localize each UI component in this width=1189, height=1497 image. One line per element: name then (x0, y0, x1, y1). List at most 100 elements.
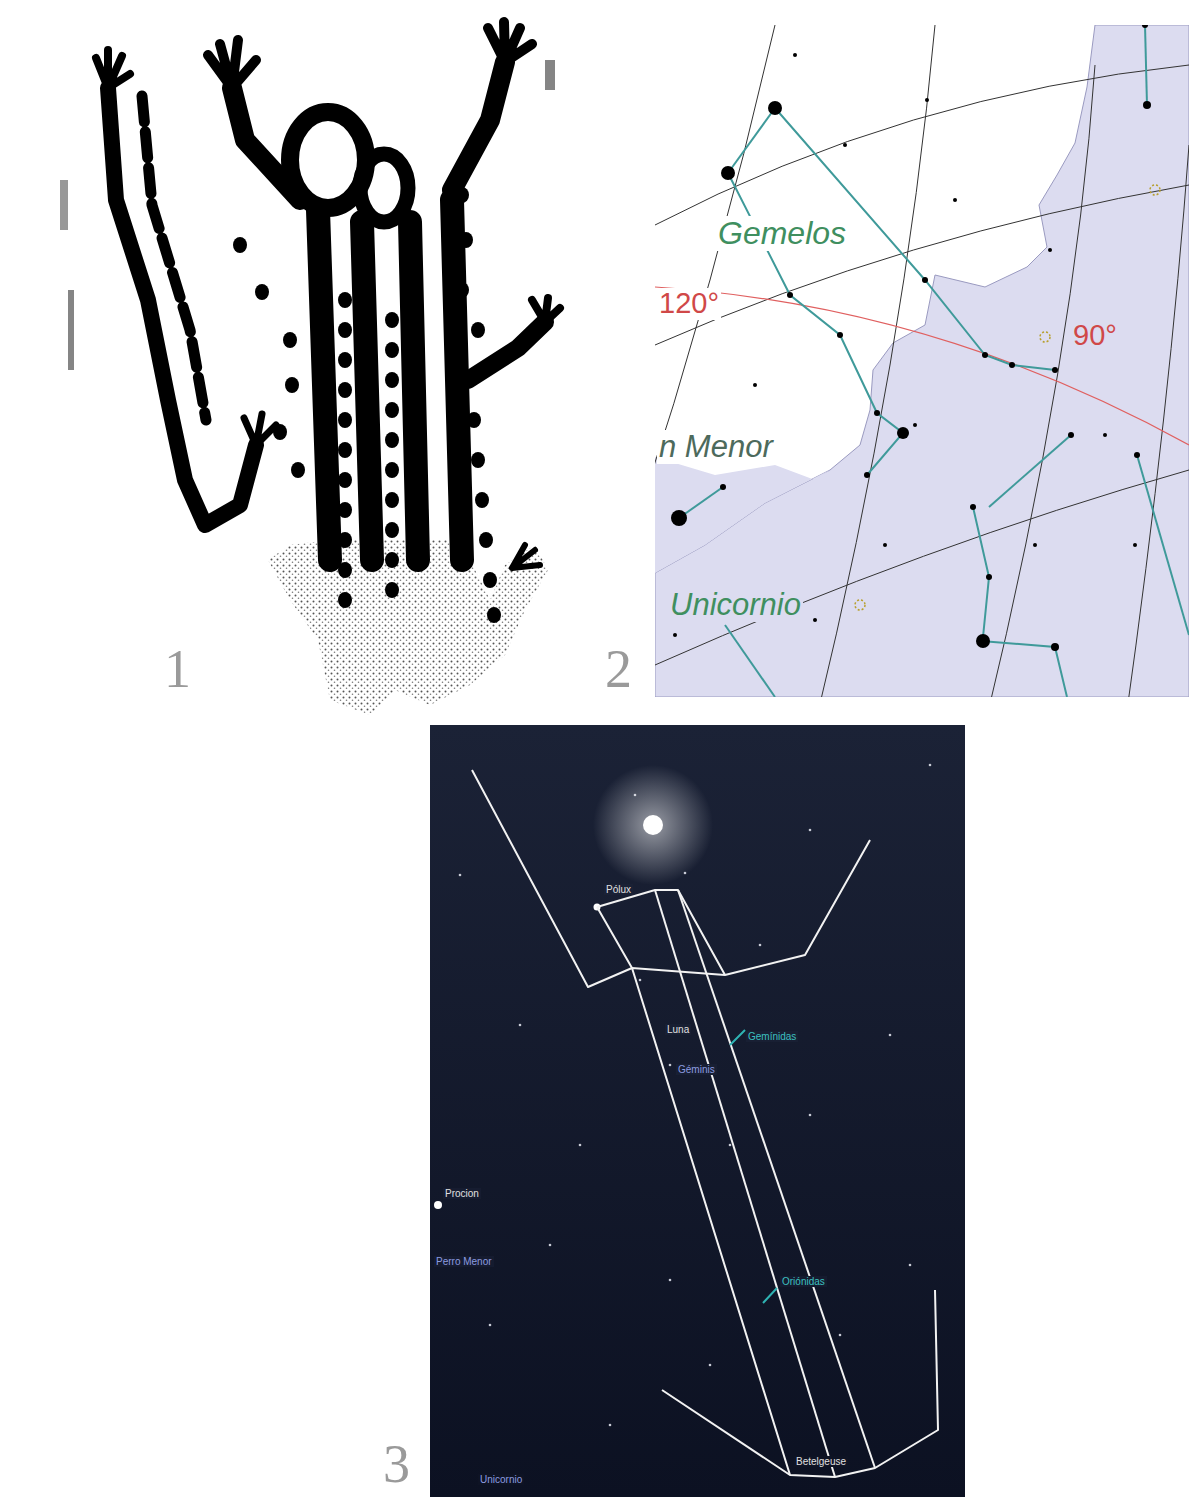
panel-number: 2 (603, 640, 634, 699)
dot (338, 292, 352, 308)
star (982, 352, 988, 358)
dot (467, 412, 481, 428)
dot (483, 572, 497, 588)
cluster-symbol (1040, 332, 1050, 342)
dot (475, 492, 489, 508)
stick-line (981, 641, 1067, 697)
star (1133, 543, 1137, 547)
hand (96, 50, 130, 88)
star (721, 166, 735, 180)
constellation-name: Unicornio (668, 588, 803, 622)
figures (96, 22, 560, 568)
stick-line (725, 625, 775, 697)
constellation-name: Perro Menor (434, 1256, 494, 1267)
dot (479, 532, 493, 548)
dot (338, 382, 352, 398)
degree-label: 90° (1071, 320, 1119, 352)
star (837, 332, 843, 338)
star-name: Betelgeuse (794, 1456, 848, 1467)
dot (487, 607, 501, 623)
star-name: Procion (443, 1188, 481, 1199)
chart-ground (655, 25, 1189, 697)
dot (338, 532, 352, 548)
speckles (60, 60, 555, 370)
star (889, 1034, 892, 1037)
star (1142, 25, 1148, 28)
star (434, 1201, 442, 1209)
star (609, 1424, 612, 1427)
dot (385, 552, 399, 568)
dot (455, 282, 469, 298)
star (925, 98, 929, 102)
star (1052, 367, 1058, 373)
star (1134, 452, 1140, 458)
star (809, 1114, 812, 1117)
star (671, 510, 687, 526)
star (1009, 362, 1015, 368)
dot (385, 432, 399, 448)
arm (468, 322, 545, 380)
body-strip (410, 222, 418, 560)
grid (655, 25, 1189, 697)
dot (338, 352, 352, 368)
dot (338, 502, 352, 518)
stick-line (679, 487, 723, 518)
star (897, 427, 909, 439)
dot (291, 462, 305, 478)
body-strip (318, 210, 330, 560)
rock-art (0, 0, 650, 720)
star (759, 944, 762, 947)
star (864, 472, 870, 478)
star (639, 979, 642, 982)
moon-glow (593, 765, 713, 885)
hand (488, 22, 532, 62)
grid-line (655, 65, 1189, 225)
grid-line (655, 470, 1189, 665)
dot (255, 284, 269, 300)
star (883, 543, 887, 547)
cluster-symbol (855, 600, 865, 610)
region-part (655, 457, 830, 573)
dot (385, 342, 399, 358)
grid-line (815, 25, 935, 697)
dot (455, 187, 469, 203)
star (1103, 433, 1107, 437)
stick-line (1145, 25, 1147, 105)
star (768, 101, 782, 115)
dot (385, 492, 399, 508)
star (1048, 248, 1052, 252)
stick-line (1137, 455, 1189, 635)
dot (385, 402, 399, 418)
dot (233, 237, 247, 253)
figure-outline (472, 770, 938, 1477)
panel-number: 3 (381, 1435, 412, 1494)
dot (273, 424, 287, 440)
star (459, 874, 462, 877)
star (843, 143, 847, 147)
panel-number: 1 (162, 640, 193, 699)
star (579, 1144, 582, 1147)
star (874, 410, 880, 416)
stick-line (989, 435, 1071, 507)
constellation-name: n Menor (657, 430, 775, 464)
hand (244, 414, 276, 445)
dot (283, 332, 297, 348)
dot (338, 322, 352, 338)
star (1068, 432, 1074, 438)
body-strip (597, 907, 790, 1475)
star (839, 1334, 842, 1337)
grid-line (655, 25, 775, 525)
star (669, 1279, 672, 1282)
side-figure (108, 88, 256, 525)
dot (338, 442, 352, 458)
constellation-name: Unicornio (478, 1474, 524, 1485)
speckle (60, 180, 68, 230)
dot (459, 232, 473, 248)
dot (471, 452, 485, 468)
legs (662, 1290, 938, 1477)
radiant-mark (730, 1030, 777, 1303)
arm (232, 88, 300, 200)
star (922, 277, 928, 283)
star (669, 1064, 672, 1067)
